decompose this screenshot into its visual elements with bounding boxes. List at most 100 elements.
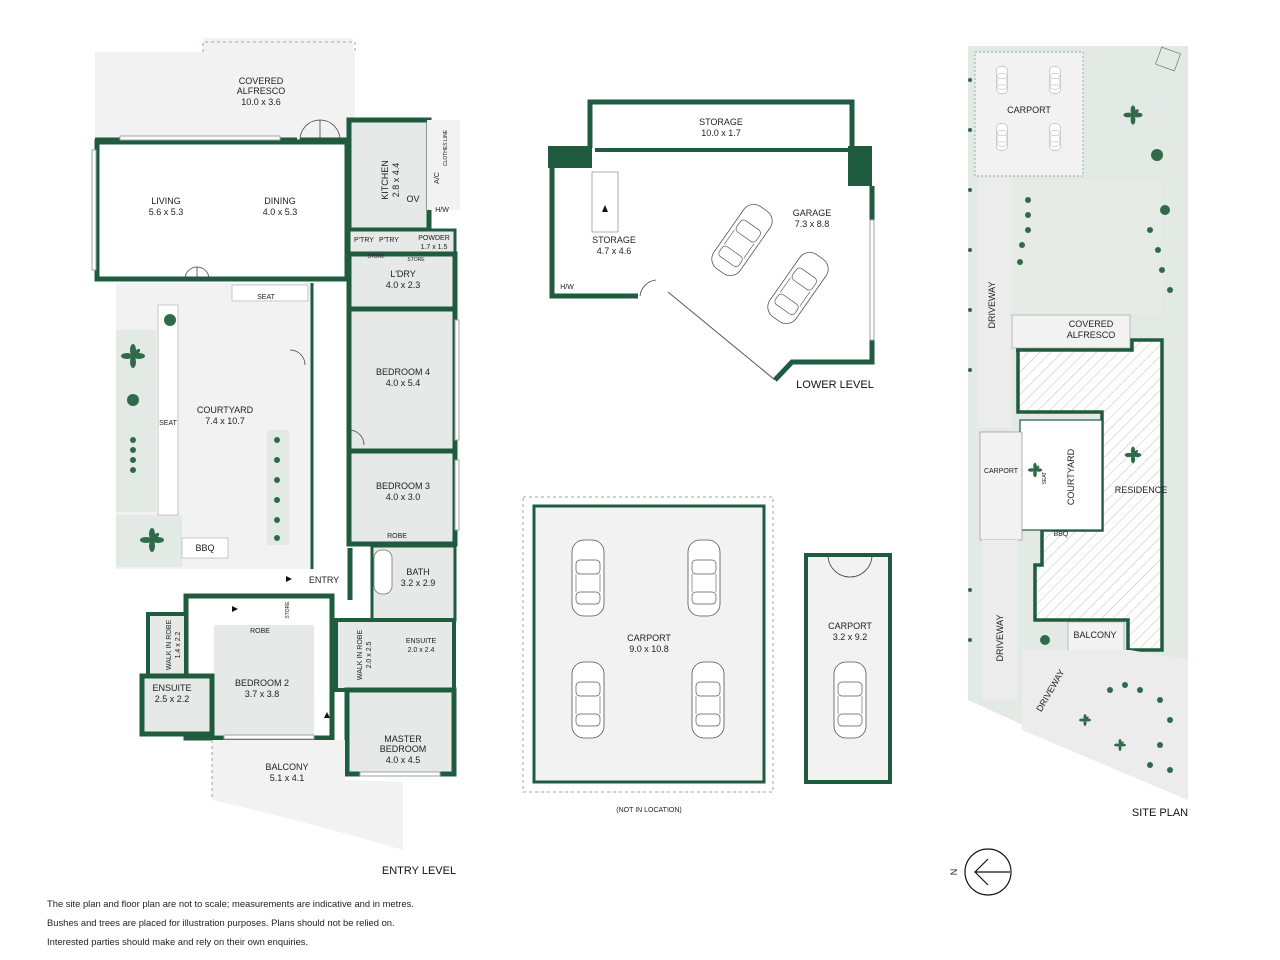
entry-level-plan: COVERED ALFRESCO 10.0 x 3.6 LIVING 5.6 x… xyxy=(91,38,460,877)
carport-small-label: CARPORT xyxy=(828,621,872,631)
seat-top-label: SEAT xyxy=(257,294,275,301)
balcony-dims: 5.1 x 4.1 xyxy=(270,773,305,783)
master-bedroom-label: MASTER xyxy=(384,734,422,744)
living-dining-room xyxy=(94,139,350,282)
lower-hot-water-label: H/W xyxy=(560,284,574,291)
ensuite-left-room xyxy=(139,673,215,737)
pantry-1-label: P'TRY xyxy=(354,237,374,244)
store-1-label: STORE xyxy=(367,254,385,260)
site-carport-top-label: CARPORT xyxy=(1007,105,1051,115)
clothes-line-label: CLOTHES LINE xyxy=(443,129,449,166)
disclaimer-line-1: The site plan and floor plan are not to … xyxy=(47,898,414,909)
covered-alfresco-label: COVERED xyxy=(239,76,284,86)
bedroom-2-room xyxy=(214,625,314,735)
store-3-label: STORE xyxy=(285,601,291,619)
carport-small-dims: 3.2 x 9.2 xyxy=(833,632,868,642)
ensuite-left-dims: 2.5 x 2.2 xyxy=(155,694,190,704)
lower-level-plan: STORAGE 10.0 x 1.7 STORAGE 4.7 x 4.6 GAR… xyxy=(548,99,875,391)
car-icon xyxy=(833,661,867,739)
laundry-dims: 4.0 x 2.3 xyxy=(386,280,421,290)
north-arrow-icon: N xyxy=(949,848,1012,896)
stair-arrow-icon xyxy=(232,606,238,612)
storage-top-label: STORAGE xyxy=(699,117,743,127)
seat-side-label: SEAT xyxy=(159,420,177,427)
entry-arrow-icon xyxy=(286,576,292,582)
storage-label: STORAGE xyxy=(592,235,636,245)
disclaimer-note: The site plan and floor plan are not to … xyxy=(47,894,507,951)
oven-label: OV xyxy=(406,194,419,204)
master-bedroom-dims: 4.0 x 4.5 xyxy=(386,755,421,765)
balcony-area xyxy=(212,740,403,850)
store-2-label: STORE xyxy=(407,257,425,263)
walk-in-robe-right-label: WALK IN ROBE xyxy=(357,630,364,681)
kitchen-label: KITCHEN xyxy=(380,160,390,200)
pantry-2-label: P'TRY xyxy=(379,237,399,244)
dining-dims: 4.0 x 5.3 xyxy=(263,207,298,217)
site-courtyard-label: COURTYARD xyxy=(1066,448,1076,505)
bath-dims: 3.2 x 2.9 xyxy=(401,578,436,588)
laundry-room xyxy=(346,251,458,312)
courtyard-dims: 7.4 x 10.7 xyxy=(205,416,245,426)
dining-label: DINING xyxy=(264,196,296,206)
north-label: N xyxy=(949,869,959,876)
site-residence-label: RESIDENCE xyxy=(1115,485,1168,495)
not-in-location-label: (NOT IN LOCATION) xyxy=(616,807,681,814)
covered-alfresco-dims: 10.0 x 3.6 xyxy=(241,97,281,107)
walk-in-robe-left-label: WALK IN ROBE xyxy=(166,620,173,671)
living-label: LIVING xyxy=(151,196,181,206)
garage-dims: 7.3 x 8.8 xyxy=(795,219,830,229)
bedroom-3-label: BEDROOM 3 xyxy=(376,481,430,491)
powder-dims: 1.7 x 1.5 xyxy=(421,244,448,251)
site-driveway-2-label: DRIVEWAY xyxy=(995,614,1005,661)
ensuite-right-label: ENSUITE xyxy=(406,638,437,645)
master-bedroom-label-2: BEDROOM xyxy=(380,744,427,754)
walk-in-robe-left xyxy=(146,612,188,678)
bedroom-2-label: BEDROOM 2 xyxy=(235,678,289,688)
courtyard-label: COURTYARD xyxy=(197,405,254,415)
ensuite-left-label: ENSUITE xyxy=(152,683,191,693)
robe-bedroom-2-label: ROBE xyxy=(250,628,270,635)
disclaimer-line-3: Interested parties should make and rely … xyxy=(47,936,309,947)
carports-plan: CARPORT 9.0 x 10.8 (NOT IN LOCATION) CAR… xyxy=(522,496,892,814)
site-covered-alfresco-label-2: ALFRESCO xyxy=(1067,330,1116,340)
plant-icon xyxy=(121,314,280,552)
robe-bedroom-3-label: ROBE xyxy=(387,533,407,540)
disclaimer-line-2: Bushes and trees are placed for illustra… xyxy=(47,917,395,928)
door-swing-icon xyxy=(184,119,365,446)
carport-big-label: CARPORT xyxy=(627,633,671,643)
site-seat-label: SEAT xyxy=(1042,472,1048,485)
ensuite-right-dims: 2.0 x 2.4 xyxy=(408,647,435,654)
bedroom-4-label: BEDROOM 4 xyxy=(376,367,430,377)
powder-label: POWDER xyxy=(418,235,450,242)
garage-label: GARAGE xyxy=(793,208,832,218)
laundry-label: L'DRY xyxy=(390,269,416,279)
site-carport-left-label: CARPORT xyxy=(984,468,1019,475)
site-plan-title: SITE PLAN xyxy=(1132,807,1188,819)
storage-top-dims: 10.0 x 1.7 xyxy=(701,128,741,138)
walk-in-robe-right-dims: 2.0 x 2.5 xyxy=(366,641,373,668)
bedroom-4-dims: 4.0 x 5.4 xyxy=(386,378,421,388)
bbq-label: BBQ xyxy=(195,543,214,553)
covered-alfresco-label-2: ALFRESCO xyxy=(237,86,286,96)
site-covered-alfresco-label: COVERED xyxy=(1069,319,1114,329)
carport-big-dims: 9.0 x 10.8 xyxy=(629,644,669,654)
ac-label: A/C xyxy=(434,172,441,184)
hot-water-label: H/W xyxy=(435,207,449,214)
walk-in-robe-left-dims: 1.4 x 2.2 xyxy=(175,631,182,658)
site-plan: CARPORT DRIVEWAY COVERED ALFRESCO CARPOR… xyxy=(949,46,1188,896)
plant-icon xyxy=(968,78,1173,773)
covered-alfresco-area xyxy=(95,52,355,140)
storage-dims: 4.7 x 4.6 xyxy=(597,246,632,256)
entry-label: ENTRY xyxy=(309,575,339,585)
site-bbq-label: BBQ xyxy=(1054,531,1069,538)
entry-level-title: ENTRY LEVEL xyxy=(382,865,456,877)
site-balcony-label: BALCONY xyxy=(1073,630,1116,640)
site-driveway-1-label: DRIVEWAY xyxy=(987,281,997,328)
living-dims: 5.6 x 5.3 xyxy=(149,207,184,217)
kitchen-dims: 2.8 x 4.4 xyxy=(391,163,401,198)
balcony-label: BALCONY xyxy=(265,762,308,772)
bath-label: BATH xyxy=(406,567,429,577)
bedroom-2-dims: 3.7 x 3.8 xyxy=(245,689,280,699)
bedroom-3-dims: 4.0 x 3.0 xyxy=(386,492,421,502)
